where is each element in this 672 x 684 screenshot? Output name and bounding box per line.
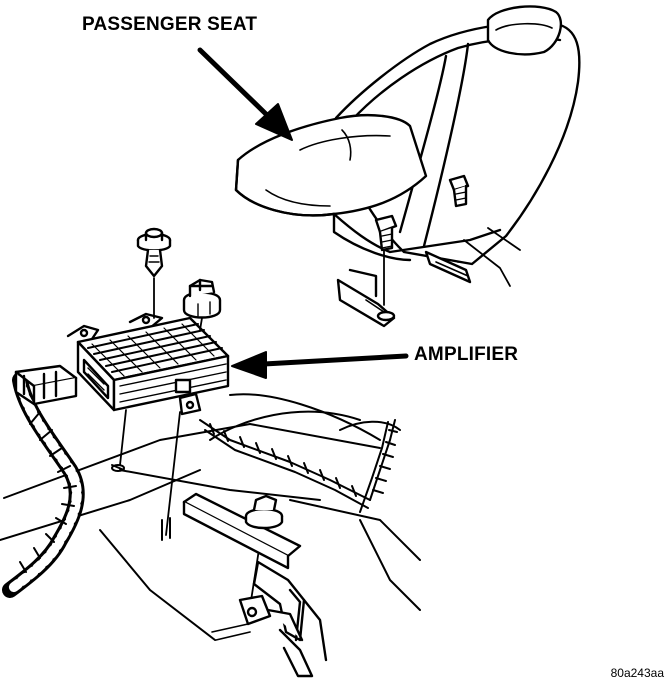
push-pin-fastener [136, 227, 172, 278]
bracket-hatch [211, 623, 251, 641]
seat-callout-arrow [197, 47, 293, 141]
floor-hole [111, 464, 125, 472]
amplifier-label: AMPLIFIER [414, 344, 519, 365]
harness-connector [14, 364, 78, 406]
passenger-seat [234, 5, 581, 328]
floor-carpet-edge [199, 419, 398, 513]
amplifier-module [66, 312, 230, 416]
bracket-bolt [244, 494, 284, 530]
seat-track-bracket [182, 492, 328, 678]
figure-id: 80a243aa [610, 666, 664, 680]
floor-pan [0, 393, 421, 641]
floor-stud [161, 517, 171, 541]
passenger-seat-label: PASSENGER SEAT [82, 14, 258, 35]
wiring-harness [2, 372, 85, 598]
seat-bolts [374, 174, 470, 252]
amplifier-callout-arrow [231, 351, 409, 379]
mounting-nut [182, 278, 222, 319]
